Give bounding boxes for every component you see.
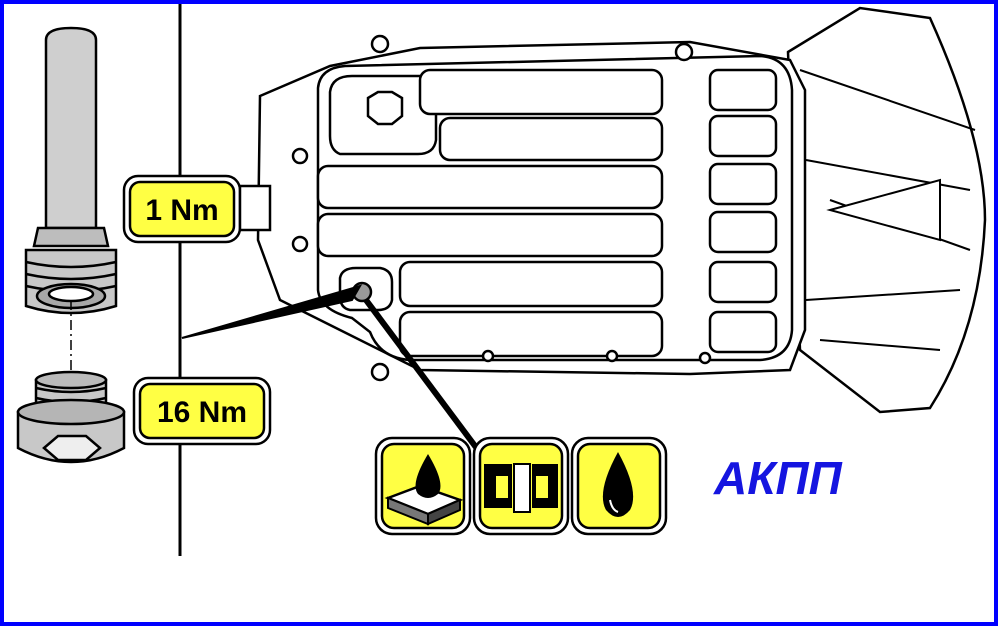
transmission-housing [238, 6, 987, 414]
oil-pan-drop-icon [374, 436, 472, 536]
torque-lower-text: 16 Nm [157, 396, 247, 429]
torque-upper-text: 1 Nm [145, 194, 218, 227]
hex-socket-icon [42, 434, 102, 462]
oil-drop-icon [570, 436, 668, 536]
drain-plug-part [16, 370, 126, 464]
leader-line-icons [363, 298, 481, 452]
leader-line-fill-tube [181, 284, 363, 339]
torque-label-lower: 16 Nm [132, 376, 272, 446]
fill-tube-part [24, 26, 118, 315]
transmission-caption: АКПП [713, 452, 843, 504]
torque-label-upper: 1 Nm [122, 174, 242, 244]
seal-profile-icon [472, 436, 570, 536]
